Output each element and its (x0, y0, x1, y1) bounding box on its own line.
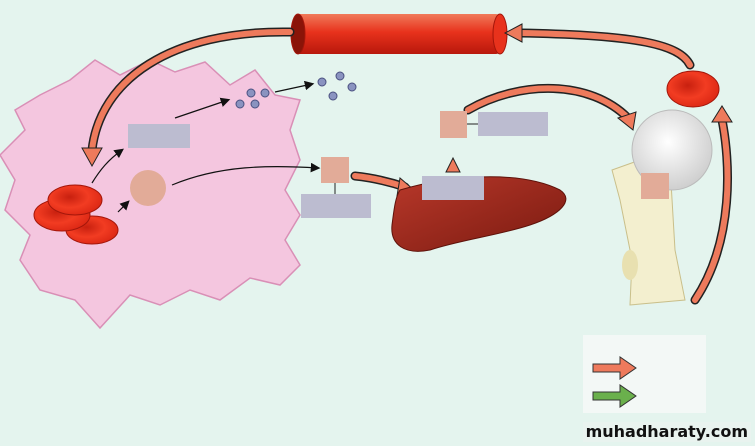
bone-icon (611, 109, 713, 306)
blood-vessel-icon (290, 13, 508, 55)
black-arrows (91, 80, 321, 213)
iron-particles-icon (235, 71, 357, 109)
orange-arrowheads (81, 23, 733, 197)
label-boxes (128, 112, 548, 218)
watermark: muhadharaty.com (582, 422, 751, 442)
legend-green-arrow-icon (592, 384, 637, 408)
node-boxes (130, 111, 669, 206)
legend (583, 335, 706, 413)
legend-orange-arrow-icon (592, 356, 637, 380)
red-blood-cells-icon (33, 70, 720, 245)
